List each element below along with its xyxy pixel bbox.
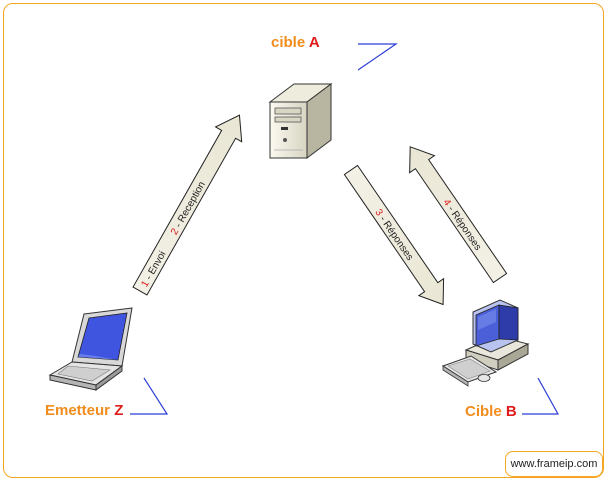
label-target-b-key: B [505, 403, 517, 420]
label-sender-z-key: Z [114, 402, 124, 419]
label-target-a: cible A [271, 34, 320, 51]
arrow-label-reponses-4: 4 - Réponses [441, 197, 484, 252]
arrow-label-reponses-3: 3 - Réponses [372, 207, 415, 262]
decorative-line-b [522, 377, 560, 415]
label-sender-z: Emetteur Z [45, 402, 123, 419]
decorative-line-z [130, 377, 169, 415]
label-target-a-key: A [308, 34, 320, 51]
desktop-computer-icon [441, 299, 530, 387]
label-target-b-text: Cible [465, 403, 502, 420]
label-target-a-text: cible [271, 34, 306, 51]
laptop-icon [48, 307, 133, 391]
credit-link[interactable]: www.frameip.com [505, 451, 603, 477]
diagram-frame [3, 3, 604, 478]
label-target-b: Cible B [465, 403, 517, 420]
server-icon [268, 83, 333, 159]
decorative-line-a [357, 43, 398, 71]
label-sender-z-text: Emetteur [45, 402, 111, 419]
arrow-send: 1 - Envoi 2 - Reception [132, 114, 243, 296]
